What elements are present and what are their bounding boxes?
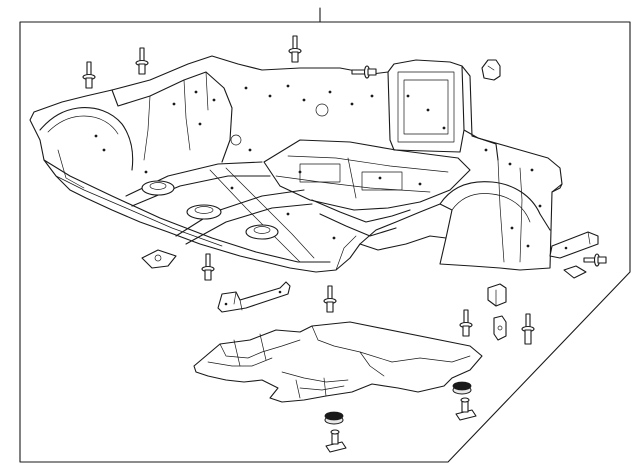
bolt-2 [583, 253, 607, 267]
isolator-1 [452, 381, 472, 395]
clip-block [563, 265, 587, 279]
stud-6 [459, 309, 473, 337]
stud-4 [201, 253, 215, 281]
floor-pad [141, 249, 177, 269]
stud-7 [521, 313, 535, 345]
stud-5 [323, 285, 337, 313]
mounting-studs [82, 35, 607, 345]
isolator-3 [455, 397, 477, 421]
stud-3 [288, 35, 302, 63]
diagram-frame [19, 21, 631, 463]
floor-support-bracket [217, 281, 291, 313]
bolt-1 [351, 65, 377, 79]
floor-insulator [193, 321, 483, 403]
stud-2 [135, 47, 149, 75]
bracket-tab [493, 315, 507, 341]
isolator-4 [325, 429, 347, 453]
end-bracket [549, 231, 599, 259]
floor-pan-assembly [29, 55, 563, 273]
isolator-2 [324, 411, 344, 425]
stud-1 [82, 61, 96, 89]
bracket-clip [487, 283, 507, 307]
isolator-mounts [324, 381, 477, 453]
grommet-top [481, 59, 501, 81]
